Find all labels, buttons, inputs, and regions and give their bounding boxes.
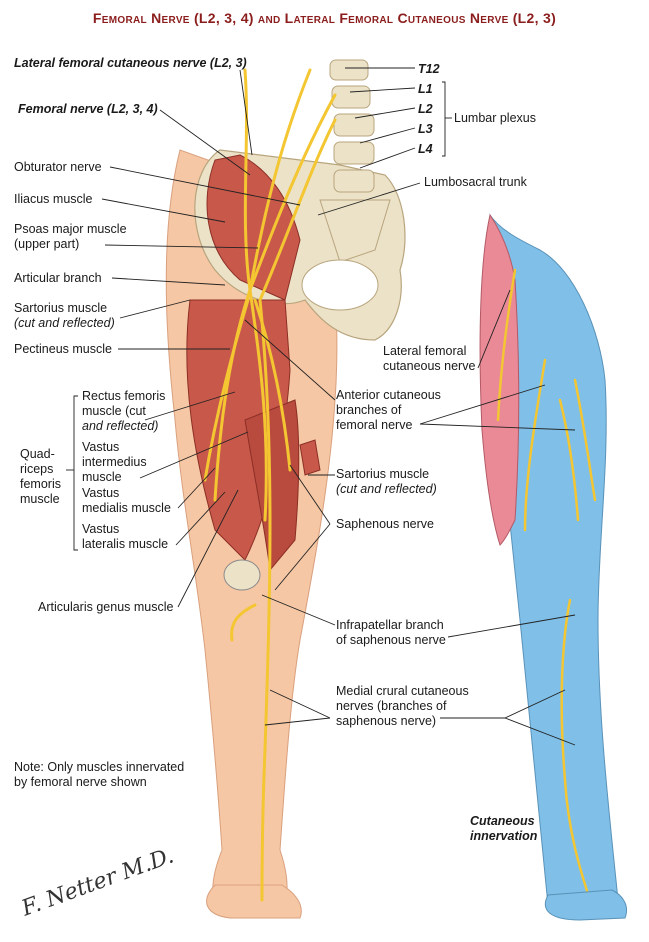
foot	[206, 884, 302, 919]
label-psoas-major-1: Psoas major muscle	[14, 222, 127, 236]
note-line-1: Note: Only muscles innervated	[14, 760, 185, 774]
label-vastus-intermedius-2: intermedius	[82, 455, 147, 469]
cutaneous-blue-region	[489, 213, 619, 906]
label-articular-branch: Articular branch	[14, 271, 102, 285]
label-vastus-lateralis-1: Vastus	[82, 522, 120, 536]
pelvic-inlet	[301, 259, 379, 311]
label-lateral-femoral-cutaneous-right-1: Lateral femoral	[383, 344, 467, 358]
label-vastus-intermedius-3: muscle	[82, 470, 122, 484]
label-lumbosacral-trunk: Lumbosacral trunk	[424, 175, 527, 189]
right-leg-figure	[479, 213, 627, 921]
label-cutaneous-1: Cutaneous	[470, 814, 535, 828]
label-articularis-genus: Articularis genus muscle	[38, 600, 174, 614]
lumbar-spine	[319, 59, 391, 263]
label-sartorius-2: (cut and reflected)	[14, 316, 115, 330]
label-infrapatellar-2: of saphenous nerve	[336, 633, 446, 647]
cutaneous-nerve-branches	[496, 268, 597, 902]
leader-lines	[66, 67, 576, 746]
label-sartorius-1: Sartorius muscle	[14, 301, 108, 315]
label-quadriceps-2: riceps	[20, 462, 54, 476]
label-l2: L2	[418, 102, 433, 116]
label-lateral-femoral-cutaneous-nerve: Lateral femoral cutaneous nerve (L2, 3)	[14, 56, 247, 70]
page-title: Femoral Nerve (L2, 3, 4) and Lateral Fem…	[92, 10, 557, 26]
label-vastus-lateralis-2: lateralis muscle	[82, 537, 169, 551]
label-quadriceps-4: muscle	[20, 492, 60, 506]
label-cutaneous-2: innervation	[470, 829, 538, 843]
label-l4: L4	[418, 142, 433, 156]
label-medial-crural-3: saphenous nerve)	[336, 714, 437, 728]
note-line-2: by femoral nerve shown	[14, 775, 147, 789]
label-quadriceps-1: Quad-	[20, 447, 55, 461]
sartorius-cut	[299, 439, 321, 476]
label-vastus-medialis-2: medialis muscle	[82, 501, 171, 515]
label-anterior-cutaneous-2: branches of	[336, 403, 402, 417]
label-iliacus-muscle: Iliacus muscle	[14, 192, 93, 206]
patella	[223, 559, 261, 591]
label-medial-crural-2: nerves (branches of	[336, 699, 447, 713]
label-anterior-cutaneous-1: Anterior cutaneous	[336, 388, 441, 402]
femoral-nerve-branches	[203, 68, 337, 902]
label-psoas-major-2: (upper part)	[14, 237, 80, 251]
label-saphenous-nerve: Saphenous nerve	[336, 517, 434, 531]
right-foot	[544, 889, 627, 921]
label-l1: L1	[418, 82, 433, 96]
label-obturator-nerve: Obturator nerve	[14, 160, 102, 174]
label-vastus-intermedius-1: Vastus	[82, 440, 120, 454]
label-vastus-medialis-1: Vastus	[82, 486, 120, 500]
label-femoral-nerve: Femoral nerve (L2, 3, 4)	[18, 102, 158, 116]
label-l3: L3	[418, 122, 433, 136]
label-quadriceps-3: femoris	[20, 477, 61, 491]
label-rectus-femoris-3: and reflected)	[82, 419, 159, 433]
label-infrapatellar-1: Infrapatellar branch	[336, 618, 444, 632]
label-rectus-femoris-2: muscle (cut	[82, 404, 146, 418]
label-medial-crural-1: Medial crural cutaneous	[336, 684, 469, 698]
label-pectineus-muscle: Pectineus muscle	[14, 342, 112, 356]
label-lumbar-plexus: Lumbar plexus	[454, 111, 536, 125]
label-rectus-femoris-1: Rectus femoris	[82, 389, 166, 403]
label-t12: T12	[418, 62, 440, 76]
label-sartorius-right-1: Sartorius muscle	[336, 467, 430, 481]
cutaneous-pink-region	[479, 213, 520, 546]
label-sartorius-right-2: (cut and reflected)	[336, 482, 437, 496]
label-anterior-cutaneous-3: femoral nerve	[336, 418, 413, 432]
label-lateral-femoral-cutaneous-right-2: cutaneous nerve	[383, 359, 476, 373]
vastus-medialis-muscle	[244, 399, 300, 572]
